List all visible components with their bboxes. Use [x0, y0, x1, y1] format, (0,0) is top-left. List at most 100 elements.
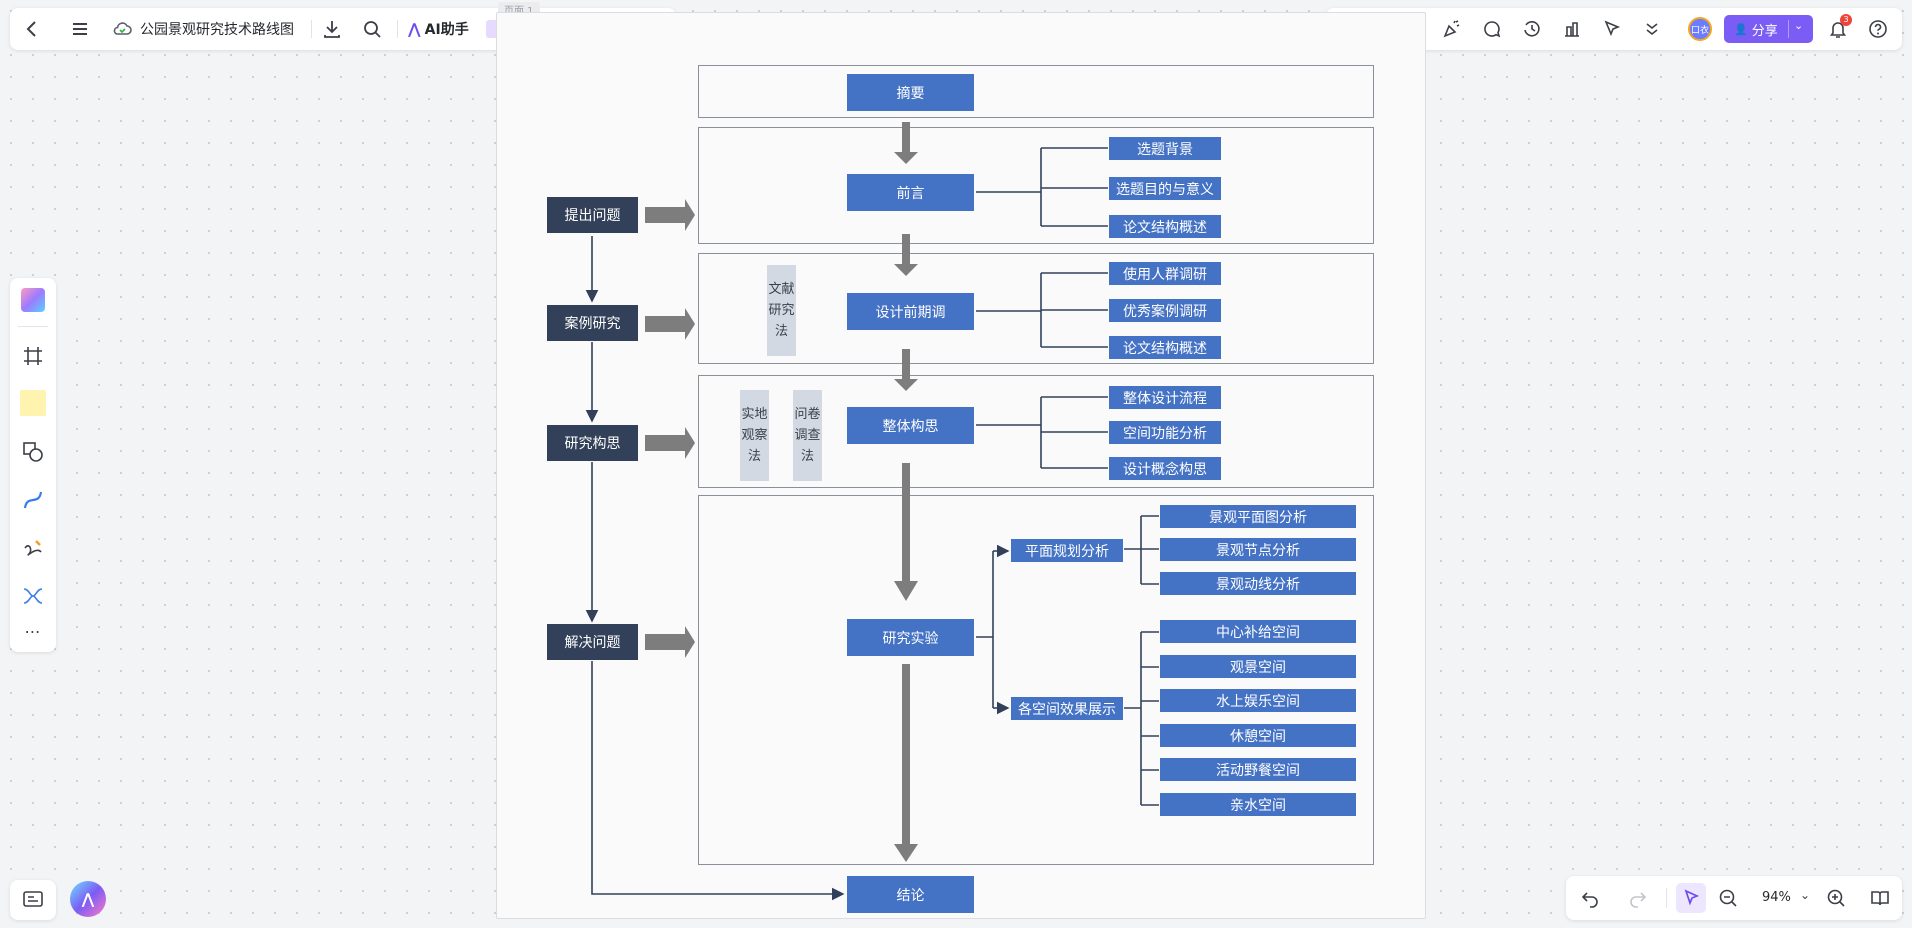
- sticky-note-icon[interactable]: [20, 390, 46, 416]
- plan-item[interactable]: 景观节点分析: [1160, 538, 1356, 561]
- conclusion-box[interactable]: 结论: [847, 876, 974, 913]
- intro-item[interactable]: 选题目的与意义: [1109, 177, 1221, 200]
- ai-assistant-button[interactable]: ⋀ AI助手: [408, 20, 469, 38]
- select-tool-icon[interactable]: [1676, 883, 1706, 913]
- redo-icon[interactable]: [1626, 886, 1650, 910]
- flow-arrow: [645, 308, 695, 340]
- intro-frame[interactable]: [698, 127, 1374, 244]
- laser-pointer-icon[interactable]: [1600, 17, 1624, 41]
- download-icon[interactable]: [320, 17, 344, 41]
- flow-arrow: [894, 349, 918, 391]
- zoom-in-icon[interactable]: [1824, 886, 1848, 910]
- book-icon[interactable]: [1868, 886, 1892, 910]
- share-dropdown-divider: [1788, 20, 1789, 38]
- intro-item[interactable]: 论文结构概述: [1109, 215, 1221, 238]
- space-item[interactable]: 水上娱乐空间: [1160, 689, 1356, 712]
- document-title[interactable]: 公园景观研究技术路线图: [140, 22, 294, 38]
- space-item[interactable]: 观景空间: [1160, 655, 1356, 678]
- search-icon[interactable]: [360, 17, 384, 41]
- flow-arrow: [894, 122, 918, 164]
- pre-design-item[interactable]: 优秀案例调研: [1109, 299, 1221, 322]
- stage-link: [591, 661, 845, 901]
- experiment-frame[interactable]: [698, 495, 1374, 865]
- intro-item[interactable]: 选题背景: [1109, 137, 1221, 160]
- stage-box[interactable]: 解决问题: [547, 624, 638, 660]
- flow-arrow: [894, 463, 918, 601]
- avatar[interactable]: 口衣: [1688, 17, 1712, 41]
- space-item[interactable]: 中心补给空间: [1160, 620, 1356, 643]
- minimap-toggle-button[interactable]: [10, 880, 56, 920]
- flow-arrow: [645, 626, 695, 658]
- stage-box[interactable]: 提出问题: [547, 197, 638, 233]
- concept-item[interactable]: 设计概念构思: [1109, 457, 1221, 480]
- summary-box[interactable]: 摘要: [847, 74, 974, 111]
- plan-item[interactable]: 景观动线分析: [1160, 572, 1356, 595]
- divider: [311, 20, 312, 38]
- space-item[interactable]: 休憩空间: [1160, 724, 1356, 747]
- shape-icon[interactable]: [21, 440, 45, 464]
- share-button[interactable]: 👤 分享 ⌄: [1724, 15, 1813, 43]
- experiment-branch: [976, 551, 994, 708]
- left-toolbar: ⋯: [10, 278, 56, 652]
- space-display-box[interactable]: 各空间效果展示: [1011, 697, 1123, 720]
- frame-icon[interactable]: [21, 344, 45, 368]
- method-survey[interactable]: 问卷 调查 法: [793, 390, 822, 481]
- zoom-dropdown-icon[interactable]: ⌄: [1800, 888, 1811, 902]
- space-item[interactable]: 活动野餐空间: [1160, 758, 1356, 781]
- more-chevrons-icon[interactable]: [1640, 17, 1664, 41]
- zoom-out-icon[interactable]: [1716, 886, 1740, 910]
- comment-icon[interactable]: [1480, 17, 1504, 41]
- more-tools-icon[interactable]: ⋯: [24, 622, 42, 641]
- back-icon[interactable]: [20, 17, 44, 41]
- method-literature[interactable]: 文献 研究 法: [767, 265, 796, 356]
- pre-design-frame[interactable]: [698, 253, 1374, 364]
- intro-box[interactable]: 前言: [847, 174, 974, 211]
- add-user-icon: 👤: [1734, 22, 1748, 36]
- concept-item[interactable]: 空间功能分析: [1109, 421, 1221, 444]
- intro-bracket: [976, 147, 1108, 227]
- stage-box[interactable]: 研究构思: [547, 425, 638, 461]
- divider: [18, 326, 48, 327]
- pre-design-bracket: [976, 272, 1108, 348]
- menu-icon[interactable]: [68, 17, 92, 41]
- mindmap-tool-icon[interactable]: [21, 584, 45, 608]
- pre-design-box[interactable]: 设计前期调: [847, 293, 974, 330]
- space-bracket: [1124, 631, 1159, 806]
- pen-icon[interactable]: [21, 536, 45, 560]
- method-field[interactable]: 实地 观察 法: [740, 390, 769, 481]
- concept-frame[interactable]: [698, 375, 1374, 488]
- ai-logo-icon: ⋀: [408, 20, 421, 38]
- divider: [1666, 888, 1667, 908]
- undo-icon[interactable]: [1578, 886, 1602, 910]
- notification-badge: 3: [1840, 14, 1852, 26]
- concept-box[interactable]: 整体构思: [847, 407, 974, 444]
- experiment-box[interactable]: 研究实验: [847, 619, 974, 656]
- flow-arrow: [645, 199, 695, 231]
- pre-design-item[interactable]: 论文结构概述: [1109, 336, 1221, 359]
- flow-arrow: [894, 664, 918, 862]
- connector-icon[interactable]: [21, 488, 45, 512]
- plan-analysis-box[interactable]: 平面规划分析: [1011, 539, 1123, 562]
- pre-design-item[interactable]: 使用人群调研: [1109, 262, 1221, 285]
- divider: [397, 20, 398, 38]
- plan-bracket: [1124, 515, 1159, 585]
- vote-icon[interactable]: [1560, 17, 1584, 41]
- flow-arrow: [645, 427, 695, 459]
- shapes-library-icon[interactable]: [21, 288, 45, 312]
- help-icon[interactable]: [1866, 17, 1890, 41]
- ai-floating-button[interactable]: ⋀: [70, 881, 106, 917]
- cloud-saved-icon: [110, 17, 134, 41]
- celebrate-icon[interactable]: [1440, 17, 1464, 41]
- zoom-level[interactable]: 94%: [1762, 890, 1791, 905]
- history-icon[interactable]: [1520, 17, 1544, 41]
- stage-box[interactable]: 案例研究: [547, 305, 638, 341]
- chevron-down-icon[interactable]: ⌄: [1794, 19, 1804, 32]
- concept-bracket: [976, 396, 1108, 469]
- space-item[interactable]: 亲水空间: [1160, 793, 1356, 816]
- bottom-right-toolbar: 94% ⌄: [1566, 876, 1902, 920]
- flow-arrow: [894, 234, 918, 276]
- plan-item[interactable]: 景观平面图分析: [1160, 505, 1356, 528]
- concept-item[interactable]: 整体设计流程: [1109, 386, 1221, 409]
- summary-frame[interactable]: [698, 65, 1374, 118]
